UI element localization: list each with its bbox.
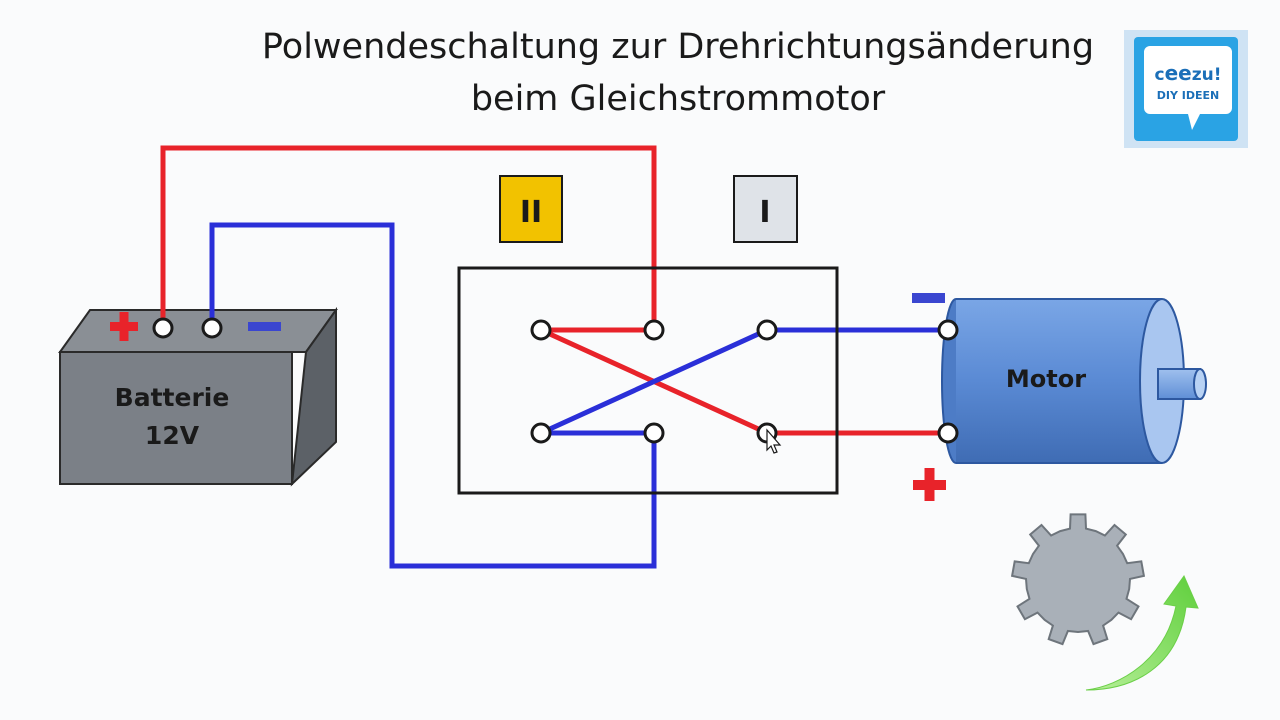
battery: Batterie 12V [58, 306, 338, 487]
battery-label-1: Batterie [115, 383, 230, 412]
motor-plus-terminal [937, 422, 959, 444]
logo-tagline: DIY IDEEN [1157, 89, 1219, 102]
switch-terminal [530, 422, 552, 444]
motor: Motor [941, 298, 1207, 464]
battery-minus-terminal [201, 317, 223, 339]
switch-position-1: I [733, 175, 798, 243]
mouse-cursor-icon [766, 428, 782, 454]
blue-wire-battery-to-bottom [209, 222, 657, 569]
battery-label-2: 12V [145, 421, 200, 450]
switch-terminal [756, 319, 778, 341]
title-line-2: beim Gleichstrommotor [471, 79, 886, 119]
motor-plus-icon [913, 468, 946, 501]
switch-position-2: II [499, 175, 563, 243]
motor-label: Motor [1006, 365, 1086, 393]
ceezu-logo: ceezu! DIY IDEEN [1124, 30, 1248, 148]
motor-minus-terminal [937, 319, 959, 341]
battery-minus-icon [248, 322, 281, 331]
switch-terminal [643, 319, 665, 341]
switch-terminal [530, 319, 552, 341]
gear-icon [1010, 513, 1146, 646]
svg-text:I: I [759, 195, 770, 230]
negative-wires [209, 222, 951, 569]
blue-wire-cross [538, 327, 770, 436]
rotation-arrow-icon [1085, 574, 1199, 691]
svg-text:II: II [520, 195, 542, 230]
battery-plus-terminal [152, 317, 174, 339]
gear-body [1010, 513, 1146, 646]
switch-box [457, 266, 839, 495]
motor-minus-icon [912, 293, 945, 303]
title-line-1: Polwendeschaltung zur Drehrichtungsänder… [262, 27, 1094, 67]
battery-plus-icon [110, 312, 138, 341]
switch-terminal [643, 422, 665, 444]
logo-brand: ceezu! [1155, 61, 1222, 85]
red-wire-battery-to-switch [160, 145, 657, 331]
